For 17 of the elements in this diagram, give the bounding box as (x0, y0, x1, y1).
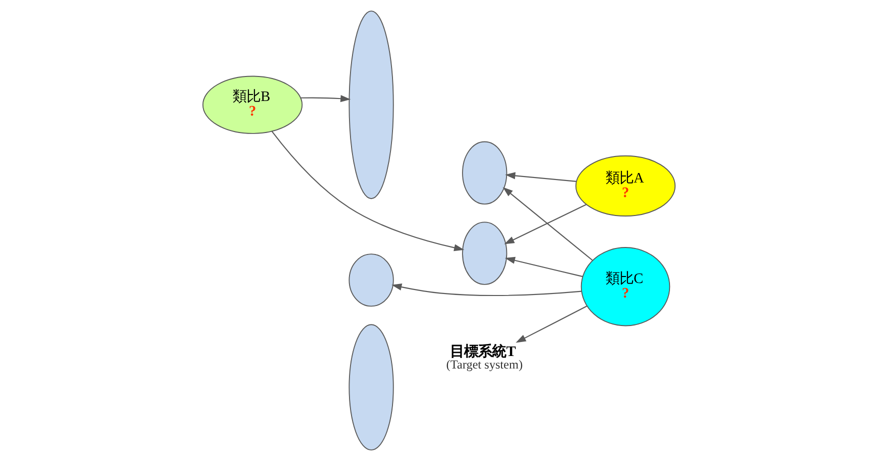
arrow (504, 256, 582, 278)
arrow (300, 95, 350, 102)
arrow (270, 130, 464, 252)
arrow (502, 187, 592, 261)
arrow (504, 204, 586, 244)
node-ellipse: 類比A ? (574, 155, 676, 216)
node-ellipse (462, 222, 507, 285)
node-ellipse (348, 10, 394, 200)
arrow (515, 306, 587, 343)
node-ellipse (348, 324, 394, 450)
arrow (391, 284, 582, 296)
node-ellipse: 類比B ? (202, 76, 302, 134)
node-text: 目標系統T (Target system) (446, 344, 522, 372)
node-ellipse (348, 254, 394, 307)
arrow (504, 172, 576, 182)
node-ellipse (462, 141, 507, 205)
node-ellipse: 類比C ? (580, 247, 670, 326)
